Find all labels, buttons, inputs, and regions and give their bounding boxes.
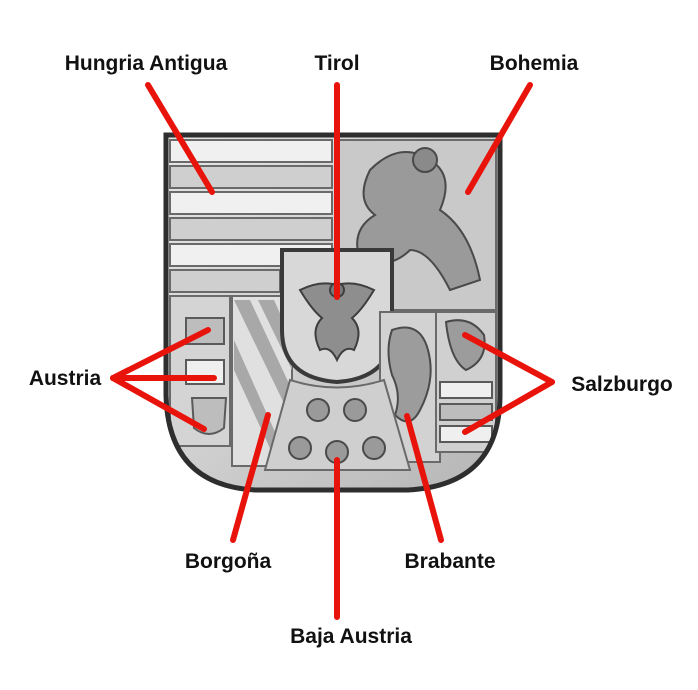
pointer-austria-top <box>110 327 211 381</box>
pointer-austria-bottom <box>110 375 207 432</box>
pointer-bohemia <box>465 82 533 195</box>
escutcheon-tirol <box>280 248 394 385</box>
label-hungria-antigua: Hungria Antigua <box>65 52 228 75</box>
label-salzburgo: Salzburgo <box>571 373 673 396</box>
label-borgona: Borgoña <box>185 550 272 573</box>
label-brabante: Brabante <box>404 550 495 573</box>
shield <box>163 132 503 493</box>
label-bohemia: Bohemia <box>490 52 579 75</box>
pointer-salzburgo-bottom <box>462 379 555 435</box>
pointer-borgona <box>230 412 271 543</box>
quarter-baja-austria <box>263 378 412 471</box>
quarter-hungria-antigua <box>169 139 333 293</box>
label-baja-austria: Baja Austria <box>290 625 412 648</box>
pointer-brabante <box>404 413 444 543</box>
label-austria: Austria <box>29 367 102 390</box>
pointer-lines <box>110 82 555 620</box>
label-tirol: Tirol <box>314 52 359 75</box>
labels: Hungria Antigua Tirol Bohemia Austria Sa… <box>29 52 673 648</box>
pointer-salzburgo-top <box>462 332 555 385</box>
pointer-hungria-antigua <box>145 82 215 195</box>
